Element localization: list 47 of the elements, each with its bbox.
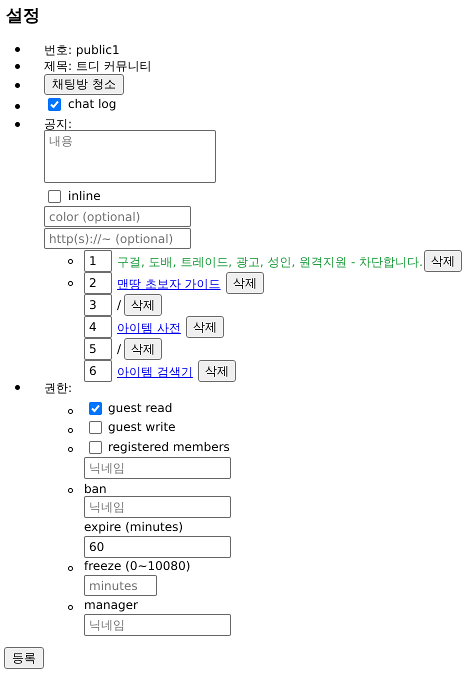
field-label: 번호: public1 <box>44 42 120 59</box>
notice-text: / <box>117 298 122 312</box>
delete-button: 삭제 <box>226 272 264 294</box>
field-label: freeze (0~10080) <box>84 559 190 573</box>
checkbox <box>89 421 102 434</box>
text-input: minutes <box>84 575 157 596</box>
number-input: 4 <box>84 316 112 338</box>
number-input: 6 <box>84 360 112 382</box>
delete-button: 삭제 <box>124 338 162 360</box>
checkbox-label: inline <box>68 189 101 203</box>
number-input: 1 <box>84 250 112 272</box>
field-label: expire (minutes) <box>84 520 184 534</box>
field-label: 권한: <box>44 380 72 397</box>
page-title: 설정 <box>6 5 40 27</box>
text-input: http(s)://~ (optional) <box>44 228 191 249</box>
text-input: color (optional) <box>44 206 191 227</box>
delete-button: 삭제 <box>124 294 162 316</box>
checkbox <box>89 402 102 415</box>
delete-button: 삭제 <box>198 360 236 382</box>
notice-link: 맨땅 초보자 가이드 <box>117 276 221 293</box>
field-label: 제목: 트디 커뮤니티 <box>44 58 152 75</box>
clear-chat-button: 채팅방 청소 <box>44 74 124 95</box>
number-input: 3 <box>84 294 112 316</box>
checkbox-label: chat log <box>68 97 116 111</box>
notice-link: 아이템 검색기 <box>117 364 193 381</box>
notice-text: / <box>117 342 122 356</box>
text-input: 닉네임 <box>84 457 231 479</box>
text-input: 60 <box>84 536 231 558</box>
number-input: 2 <box>84 272 112 294</box>
notice-link: 아이템 사전 <box>117 320 181 337</box>
delete-button: 삭제 <box>424 250 462 272</box>
field-label: 공지: <box>44 116 72 133</box>
notice-text: 구걸, 도배, 트레이드, 광고, 성인, 원격지원 - 차단합니다. <box>117 254 423 271</box>
submit-button: 등록 <box>4 647 44 669</box>
checkbox-label: guest write <box>108 420 176 434</box>
checkbox-label: guest read <box>108 401 172 415</box>
checkbox-label: registered members <box>108 440 230 454</box>
delete-button: 삭제 <box>186 316 224 338</box>
notice-textarea: 내용 <box>44 130 216 183</box>
field-label: ban <box>84 482 107 496</box>
field-label: manager <box>84 598 138 612</box>
checkbox <box>48 190 61 203</box>
checkbox <box>48 98 61 111</box>
checkbox <box>89 441 102 454</box>
text-input: 닉네임 <box>84 614 231 636</box>
text-input: 닉네임 <box>84 496 231 518</box>
number-input: 5 <box>84 338 112 360</box>
